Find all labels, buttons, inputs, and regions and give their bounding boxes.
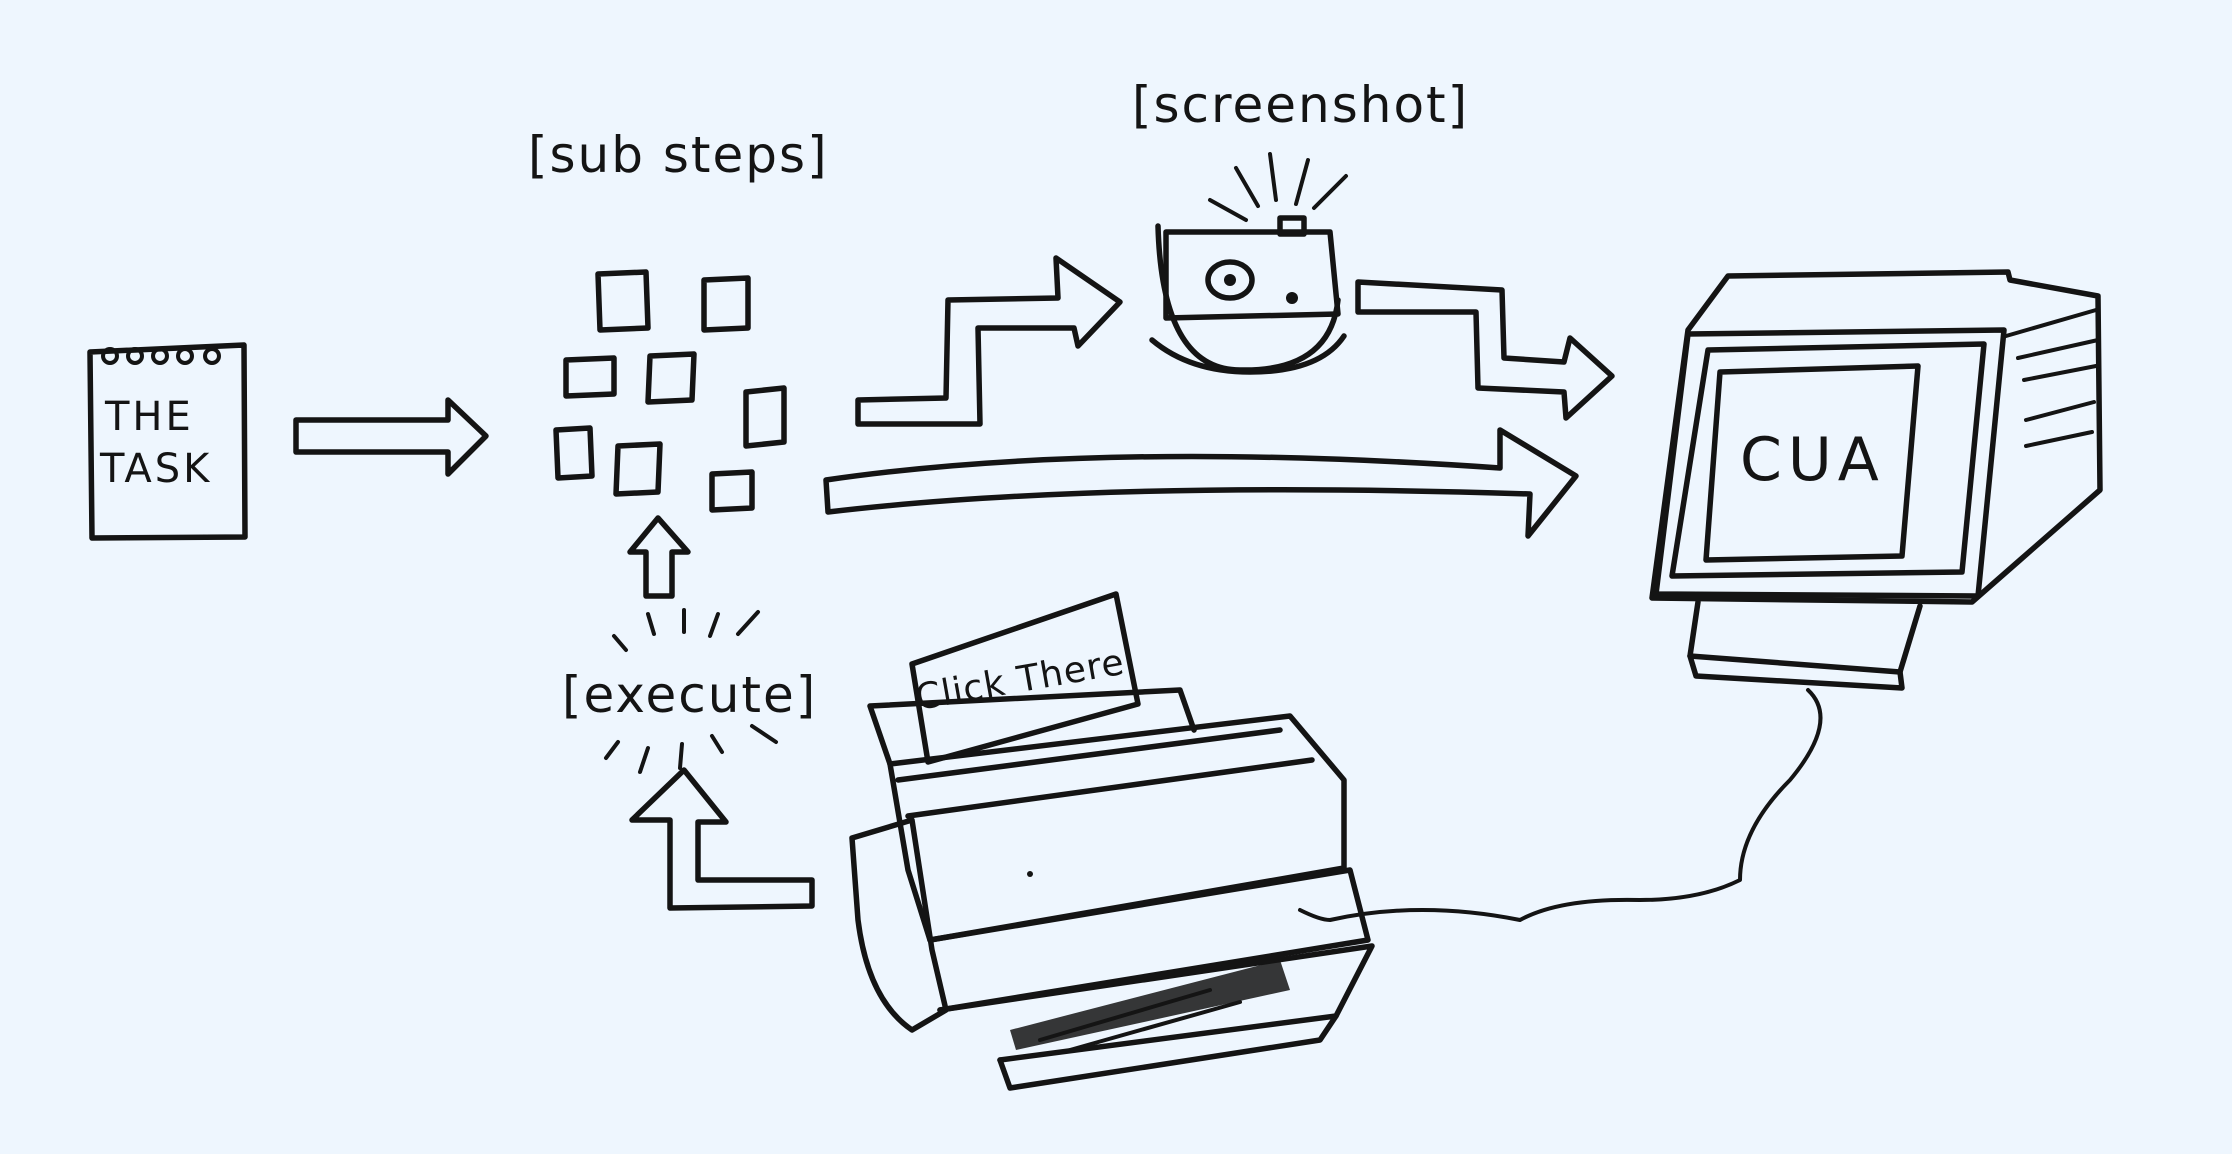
camera-flash-rays (1208, 152, 1348, 222)
screenshot-label: [screenshot] (1132, 76, 1469, 134)
execute-label: [execute] (562, 666, 817, 724)
arrow-camera-to-monitor (1355, 279, 1615, 421)
task-line-1: THE (104, 394, 194, 440)
execute-burst (604, 608, 778, 774)
printer-cable (1298, 688, 1823, 922)
arrow-task-to-substeps (293, 397, 489, 477)
monitor-icon: CUA (1649, 269, 2103, 691)
substep-squares (553, 269, 787, 513)
arrow-printer-to-execute (629, 767, 815, 911)
arrow-substeps-to-camera (855, 255, 1123, 427)
printer-icon: Click There (849, 591, 1375, 1091)
monitor-label: CUA (1740, 425, 1885, 495)
arrow-substeps-to-monitor (823, 427, 1579, 539)
camera-icon (1149, 152, 1348, 375)
arrow-execute-to-substeps (627, 515, 691, 599)
substeps-label: [sub steps] (528, 126, 829, 184)
notepad-rings (101, 347, 221, 365)
task-line-2: TASK (99, 446, 212, 492)
task-notepad: THE TASK (87, 342, 248, 541)
